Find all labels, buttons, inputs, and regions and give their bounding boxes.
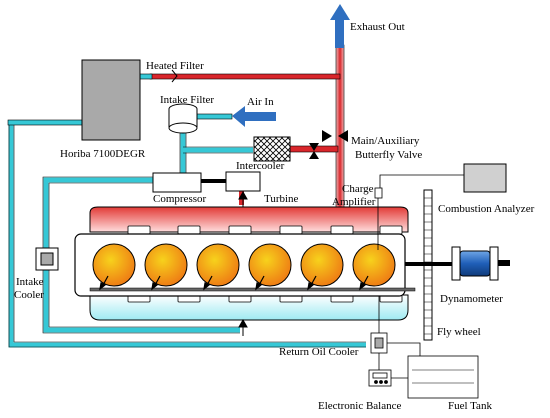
label-turbine: Turbine — [264, 193, 299, 205]
flow-arrow-icon — [238, 190, 248, 336]
label-charge-line1: Charge — [342, 183, 374, 195]
label-fuel-tank: Fuel Tank — [448, 400, 492, 412]
cylinder-4 — [248, 243, 292, 287]
intercooler — [253, 136, 291, 162]
label-charge-line2: Amplifier — [332, 196, 376, 208]
crankshaft — [89, 287, 416, 292]
turbine — [225, 171, 261, 192]
cylinders — [92, 243, 396, 287]
label-intercooler: Intercooler — [236, 160, 285, 172]
fuel-system — [368, 296, 479, 399]
cylinder-6 — [352, 243, 396, 287]
output-shaft — [405, 262, 455, 266]
compressor — [152, 172, 202, 193]
labels: Exhaust Out Heated Filter Intake Filter … — [14, 21, 535, 412]
engine — [74, 206, 416, 321]
horiba-analyzer — [81, 59, 141, 141]
cylinder-5 — [300, 243, 344, 287]
cylinder-1 — [92, 243, 136, 287]
label-valve-line2: Butterfly Valve — [355, 149, 422, 161]
charge-amplifier — [374, 174, 464, 250]
heated-filter-icon — [171, 69, 178, 83]
air-in-arrow-icon — [232, 106, 276, 127]
label-valve-line1: Main/Auxiliary — [351, 135, 420, 147]
label-return-oil-cooler: Return Oil Cooler — [279, 346, 359, 358]
label-exhaust-out: Exhaust Out — [350, 21, 405, 33]
exhaust-manifold — [89, 206, 409, 233]
turbo-shaft — [201, 179, 226, 183]
intake-filter — [168, 103, 198, 134]
label-dynamometer: Dynamometer — [440, 293, 503, 305]
label-combustion-analyzer: Combustion Analyzer — [438, 203, 535, 215]
label-intake-cooler-line2: Cooler — [14, 289, 44, 301]
cylinder-2 — [144, 243, 188, 287]
combustion-analyzer — [463, 163, 507, 193]
intake-cooler — [35, 247, 59, 271]
exhaust-out-arrow-icon — [330, 4, 350, 48]
label-electronic-balance: Electronic Balance — [318, 400, 401, 412]
cylinder-3 — [196, 243, 240, 287]
label-intake-cooler-line1: Intake — [16, 276, 44, 288]
label-intake-filter: Intake Filter — [160, 94, 214, 106]
label-horiba: Horiba 7100DEGR — [60, 148, 146, 160]
label-compressor: Compressor — [153, 193, 207, 205]
intake-manifold — [89, 294, 409, 321]
label-heated-filter: Heated Filter — [146, 60, 204, 72]
label-air-in: Air In — [247, 96, 274, 108]
butterfly-valve-icon — [309, 130, 348, 159]
fuel-tank — [407, 355, 479, 399]
label-fly-wheel: Fly wheel — [437, 326, 481, 338]
dynamometer — [451, 246, 510, 281]
